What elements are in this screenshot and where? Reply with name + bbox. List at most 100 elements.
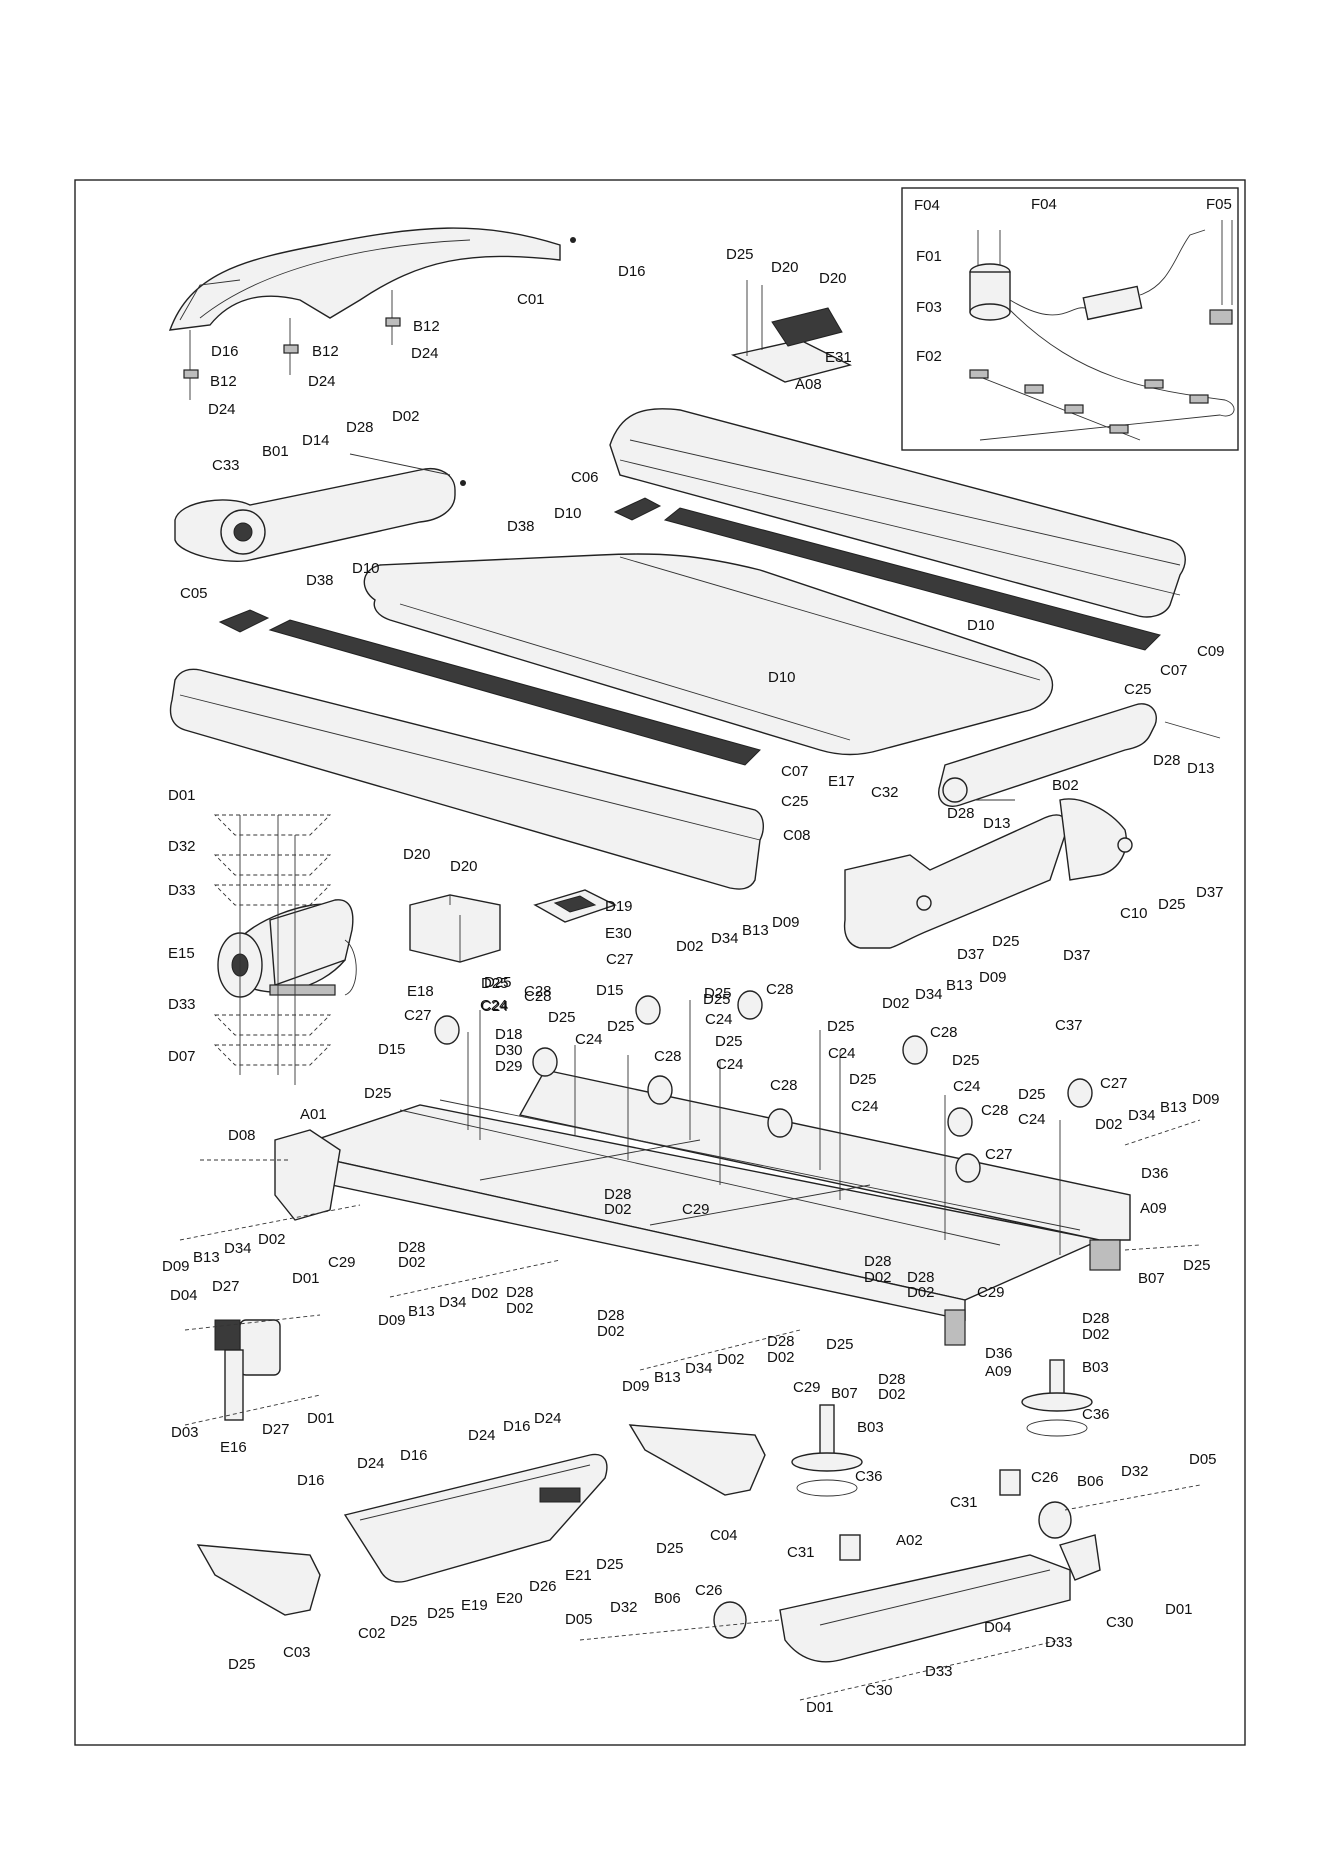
wiring-inset-frame [901,187,1239,451]
part-label: C28 [766,981,794,998]
part-label: D25 [427,1605,455,1622]
part-label: D37 [957,946,985,963]
main-frame [274,1069,1131,1346]
part-label: D36 [1141,1165,1169,1182]
part-label: C28 [654,1048,682,1065]
part-label: D08 [228,1127,256,1144]
part-label: E31 [825,349,852,366]
leveling-foot-right [1021,1359,1093,1437]
control-board-assembly [730,280,852,383]
part-label: D34 [685,1360,713,1377]
part-label: D25 [390,1613,418,1630]
part-label: D16 [503,1418,531,1435]
part-label: D32 [610,1599,638,1616]
part-label: D01 [1165,1601,1193,1618]
part-label: D25 [548,1009,576,1026]
part-label: D27 [212,1278,240,1295]
part-label: D03 [171,1424,199,1441]
guide-rollers [434,990,1093,1183]
part-label: D02 [258,1231,286,1248]
part-label: D25 [228,1656,256,1673]
part-label: D25 [952,1052,980,1069]
part-label: A08 [795,376,822,393]
part-label: D25 [992,933,1020,950]
part-label: B12 [312,343,339,360]
motor-mount-hardware [213,814,332,1085]
left-step-pad [268,619,761,766]
part-label: F04 [914,197,940,214]
part-label: D33 [925,1663,953,1680]
part-label: D05 [1189,1451,1217,1468]
part-label: E21 [565,1567,592,1584]
part-label: D28 [907,1269,935,1286]
part-label: D25 [607,1018,635,1035]
part-label: C27 [606,951,634,968]
right-step-pad [663,507,1161,651]
part-label: D32 [168,838,196,855]
part-label: D15 [378,1041,406,1058]
motor-base-cover [343,1453,608,1583]
part-label: C27 [1100,1075,1128,1092]
part-label: C28 [981,1102,1009,1119]
part-label: C07 [1160,662,1188,679]
part-label: C07 [781,763,809,780]
part-label: D25 [656,1540,684,1557]
part-label: D37 [1196,884,1224,901]
part-label: D01 [307,1410,335,1427]
part-label: A01 [300,1106,327,1123]
part-label: D28 [864,1253,892,1270]
leader-lines [179,1000,1201,1371]
part-label: D13 [1187,760,1215,777]
end-cap-right [613,497,662,521]
part-label: D28 [604,1186,632,1203]
part-label: D28 [878,1371,906,1388]
part-label: C28 [524,988,552,1005]
part-label: B01 [262,443,289,460]
part-label: D25 [726,246,754,263]
part-label: C29 [977,1284,1005,1301]
part-label: D30 [495,1042,523,1059]
part-label: D24 [208,401,236,418]
part-label: E16 [220,1439,247,1456]
part-label: B07 [1138,1270,1165,1287]
part-label: C29 [682,1201,710,1218]
part-label: D34 [439,1294,467,1311]
part-label: D02 [767,1349,795,1366]
part-label: D05 [565,1611,593,1628]
part-label: D36 [985,1345,1013,1362]
part-label: B13 [654,1369,681,1386]
part-label: D28 [767,1333,795,1350]
part-label: A09 [1140,1200,1167,1217]
part-label: C01 [517,291,545,308]
part-label: D28 [947,805,975,822]
part-label: D01 [168,787,196,804]
part-label: C28 [930,1024,958,1041]
part-label: C06 [571,469,599,486]
part-label: D24 [357,1455,385,1472]
part-label: F05 [1206,196,1232,213]
part-label: D04 [170,1287,198,1304]
part-label: C24 [828,1045,856,1062]
part-label: D02 [878,1386,906,1403]
part-label: D09 [1192,1091,1220,1108]
part-label: A02 [896,1532,923,1549]
part-label: D33 [168,882,196,899]
part-label: D25 [715,1033,743,1050]
part-label: B13 [742,922,769,939]
part-label: C05 [180,585,208,602]
part-label: B02 [1052,777,1079,794]
part-label: D32 [1121,1463,1149,1480]
part-label: C29 [328,1254,356,1271]
part-label: D02 [882,995,910,1012]
part-label: D20 [819,270,847,287]
part-label: C24 [575,1031,603,1048]
drive-motor [217,899,357,998]
wiring-harness-inset [969,220,1235,441]
part-label: C24 [705,1011,733,1028]
part-label: D28 [1082,1310,1110,1327]
part-label: D02 [907,1284,935,1301]
part-label: D18 [495,1026,523,1043]
part-label: C25 [1124,681,1152,698]
part-label: C32 [871,784,899,801]
part-label: C28 [770,1077,798,1094]
